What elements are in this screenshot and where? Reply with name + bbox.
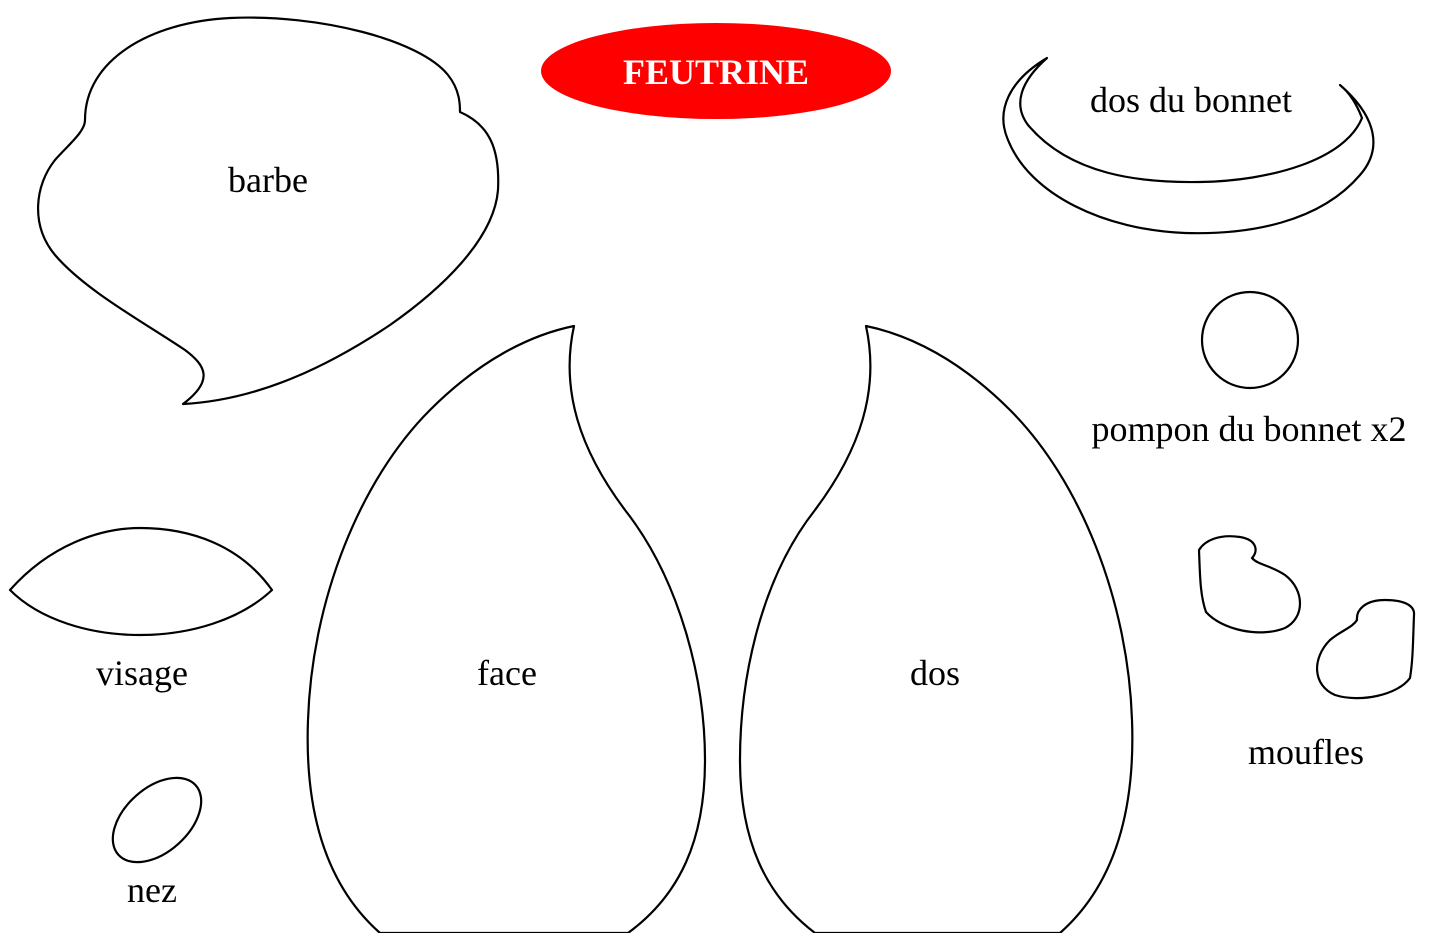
- title-badge: FEUTRINE: [541, 23, 891, 119]
- dos-shape: [738, 324, 1134, 933]
- title-text: FEUTRINE: [623, 52, 809, 92]
- visage-label: visage: [96, 653, 188, 693]
- piece-dos: dos: [738, 324, 1134, 933]
- piece-nez: nez: [111, 776, 203, 910]
- piece-dos-du-bonnet: dos du bonnet: [1002, 56, 1375, 235]
- barbe-label: barbe: [228, 160, 308, 200]
- nez-label: nez: [127, 870, 177, 910]
- piece-barbe: barbe: [36, 16, 500, 406]
- piece-moufles: moufles: [1197, 535, 1416, 772]
- moufles-label: moufles: [1248, 732, 1364, 772]
- dos-du-bonnet-shape: [1002, 56, 1375, 235]
- dos-label: dos: [910, 653, 960, 693]
- barbe-shape: [36, 16, 500, 406]
- pompon-label: pompon du bonnet x2: [1092, 409, 1407, 449]
- piece-face: face: [306, 324, 707, 933]
- moufle-left-shape: [1197, 535, 1301, 634]
- piece-pompon: pompon du bonnet x2: [1092, 290, 1407, 449]
- piece-visage: visage: [8, 526, 274, 693]
- visage-shape: [8, 526, 274, 637]
- title-badge-ellipse: [541, 23, 891, 119]
- moufle-right-shape: [1316, 598, 1416, 700]
- pompon-shape: [1200, 290, 1300, 390]
- face-label: face: [477, 653, 537, 693]
- nez-shape: [111, 776, 203, 864]
- face-shape: [306, 324, 707, 933]
- dos-du-bonnet-label: dos du bonnet: [1090, 80, 1292, 120]
